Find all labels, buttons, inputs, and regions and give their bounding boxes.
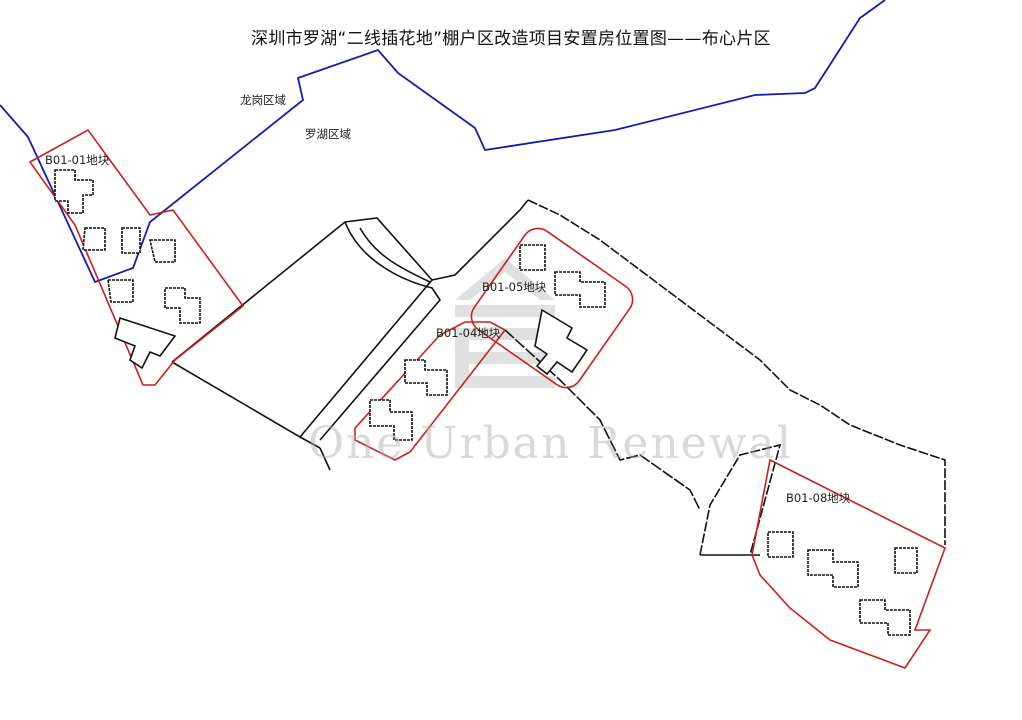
region-label-luohu: 罗湖区域 <box>305 127 351 141</box>
house-logo-icon <box>455 258 555 388</box>
plot-label-b01-08: B01-08地块 <box>786 491 851 505</box>
region-label-longgang: 龙岗区域 <box>240 93 286 107</box>
plot-label-b01-01: B01-01地块 <box>45 153 110 167</box>
plot-label-b01-05: B01-05地块 <box>482 280 547 294</box>
watermark-text: One Urban Renewal <box>308 418 793 469</box>
plot-b01-04-boundary <box>354 321 507 461</box>
site-outline <box>171 199 946 556</box>
plot-label-b01-04: B01-04地块 <box>436 326 501 340</box>
plot-b01-01-boundary <box>28 128 245 386</box>
plot-b01-08-boundary <box>751 458 946 669</box>
district-boundary <box>0 0 886 284</box>
plot-b01-05-boundary <box>470 227 634 389</box>
map-title: 深圳市罗湖“二线插花地”棚户区改造项目安置房位置图——布心片区 <box>251 29 771 49</box>
buildings <box>54 169 918 636</box>
